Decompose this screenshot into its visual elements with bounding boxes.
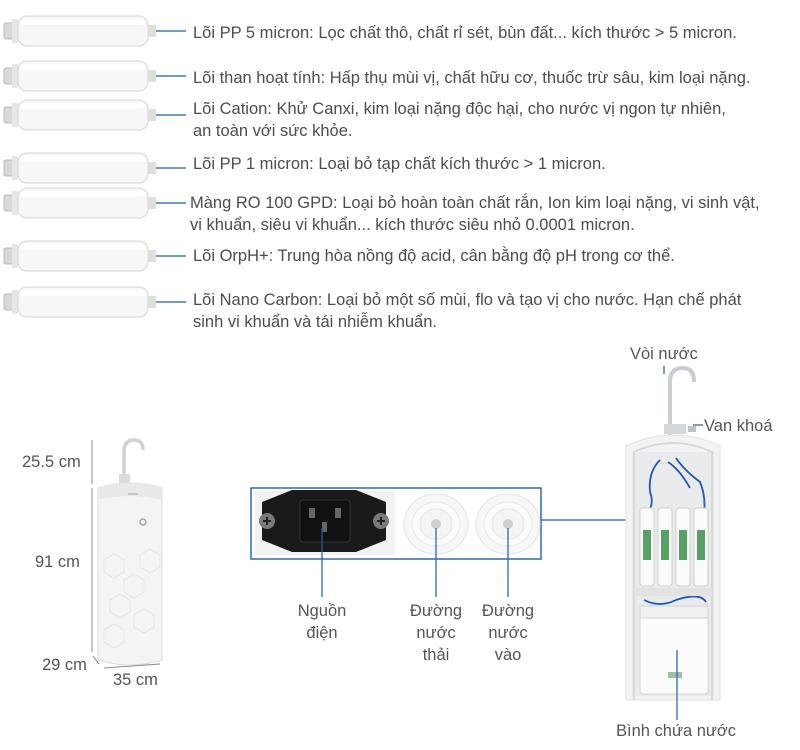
waste-port-icon: [403, 493, 469, 555]
filter-cartridge-icon: [3, 240, 186, 272]
filter-description: Màng RO 100 GPD: Loại bỏ hoàn toàn chất …: [190, 192, 760, 236]
dimension-lines: [91, 440, 161, 669]
filter-description: Lõi Nano Carbon: Loại bỏ một số mùi, flo…: [193, 289, 741, 333]
dimension-body-height: 91 cm: [35, 553, 80, 571]
filter-item: [0, 150, 800, 190]
filter-description-line: Lõi PP 1 micron: Loại bỏ tạp chất kích t…: [193, 155, 606, 173]
filter-description-line: vi khuẩn, siêu vi khuẩn... kích thước si…: [190, 216, 635, 234]
filter-cartridge-icon: [3, 99, 186, 131]
dimension-depth: 29 cm: [42, 656, 87, 674]
filter-description-line: Lõi than hoạt tính: Hấp thụ mùi vị, chất…: [193, 69, 751, 87]
power-socket-icon: [259, 490, 389, 552]
machine-body: [97, 482, 163, 666]
filter-description-line: Màng RO 100 GPD: Loại bỏ hoàn toàn chất …: [190, 194, 760, 212]
filter-item: [0, 238, 800, 278]
filter-item: [0, 58, 800, 98]
filter-description: Lõi than hoạt tính: Hấp thụ mùi vị, chất…: [193, 67, 751, 89]
filter-item: [0, 185, 800, 225]
filter-item: [0, 97, 800, 137]
filter-cartridge-icon: [3, 187, 186, 219]
filter-description-line: an toàn với sức khỏe.: [193, 122, 353, 140]
faucet-icon: [664, 365, 696, 436]
dimension-faucet-height: 25.5 cm: [22, 453, 81, 471]
filter-item: [0, 284, 800, 324]
installed-filters: [636, 507, 712, 596]
part-label-faucet: Vòi nước: [630, 345, 698, 363]
filter-item: [0, 13, 800, 53]
filter-description: Lõi Cation: Khử Canxi, kim loại nặng độc…: [193, 98, 726, 142]
filter-description-line: Lõi PP 5 micron: Lọc chất thô, chất rỉ s…: [193, 24, 737, 42]
water-tank-icon: [639, 605, 709, 695]
filter-description-line: Lõi Cation: Khử Canxi, kim loại nặng độc…: [193, 100, 726, 118]
part-label-valve: Van khoá: [704, 417, 773, 435]
small-faucet-icon: [119, 438, 145, 483]
filter-cartridge-icon: [3, 15, 186, 47]
filter-description: Lõi PP 1 micron: Loại bỏ tạp chất kích t…: [193, 153, 606, 175]
filter-cartridge-icon: [3, 60, 186, 92]
filter-cartridge-icon: [3, 286, 186, 318]
dimension-width: 35 cm: [113, 671, 158, 689]
filter-description-line: Lõi Nano Carbon: Loại bỏ một số mùi, flo…: [193, 291, 742, 309]
filter-description: Lõi PP 5 micron: Lọc chất thô, chất rỉ s…: [193, 22, 737, 44]
filter-description-line: sinh vi khuẩn và tái nhiễm khuẩn.: [193, 313, 437, 331]
part-label-tank: Bình chứa nước: [616, 722, 737, 740]
filter-description-line: Lõi OrpH+: Trung hòa nồng độ acid, cân b…: [193, 247, 675, 265]
filter-cartridge-icon: [3, 152, 186, 184]
filter-description: Lõi OrpH+: Trung hòa nồng độ acid, cân b…: [193, 245, 675, 267]
